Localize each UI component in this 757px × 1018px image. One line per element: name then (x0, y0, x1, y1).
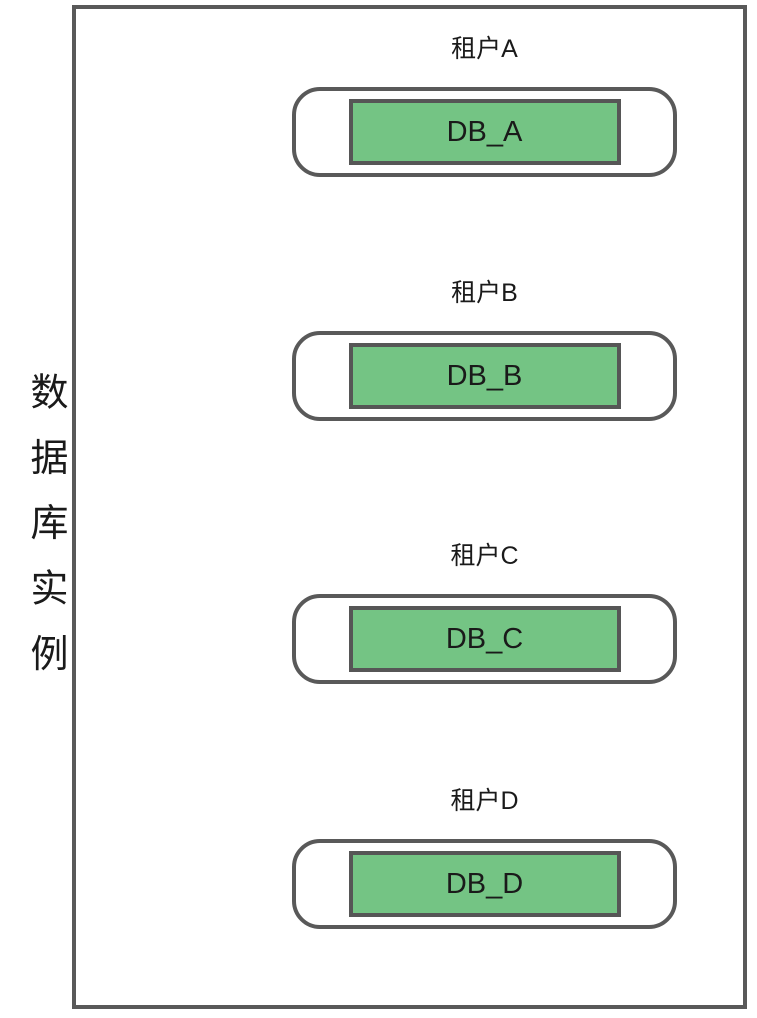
tenant-schema-container: DB_C (292, 594, 677, 684)
tenant-group-b: 租户B DB_B (292, 277, 677, 421)
tenant-label: 租户C (450, 542, 519, 570)
db-node: DB_C (348, 606, 621, 672)
tenant-schema-container: DB_A (292, 87, 677, 177)
database-instance-label: 数据库实例 (24, 372, 66, 699)
database-instance-container: 租户A DB_A 租户B DB_B 租户C DB_C 租户D DB_D (72, 5, 747, 1009)
tenant-label: 租户B (451, 279, 518, 307)
tenant-label: 租户D (450, 787, 519, 815)
tenant-group-d: 租户D DB_D (292, 785, 677, 929)
db-node: DB_D (348, 851, 621, 917)
tenant-group-a: 租户A DB_A (292, 33, 677, 177)
db-node: DB_B (348, 343, 621, 409)
db-node: DB_A (348, 99, 621, 165)
tenant-schema-container: DB_D (292, 839, 677, 929)
tenant-label: 租户A (451, 35, 518, 63)
tenant-schema-container: DB_B (292, 331, 677, 421)
tenant-group-c: 租户C DB_C (292, 540, 677, 684)
